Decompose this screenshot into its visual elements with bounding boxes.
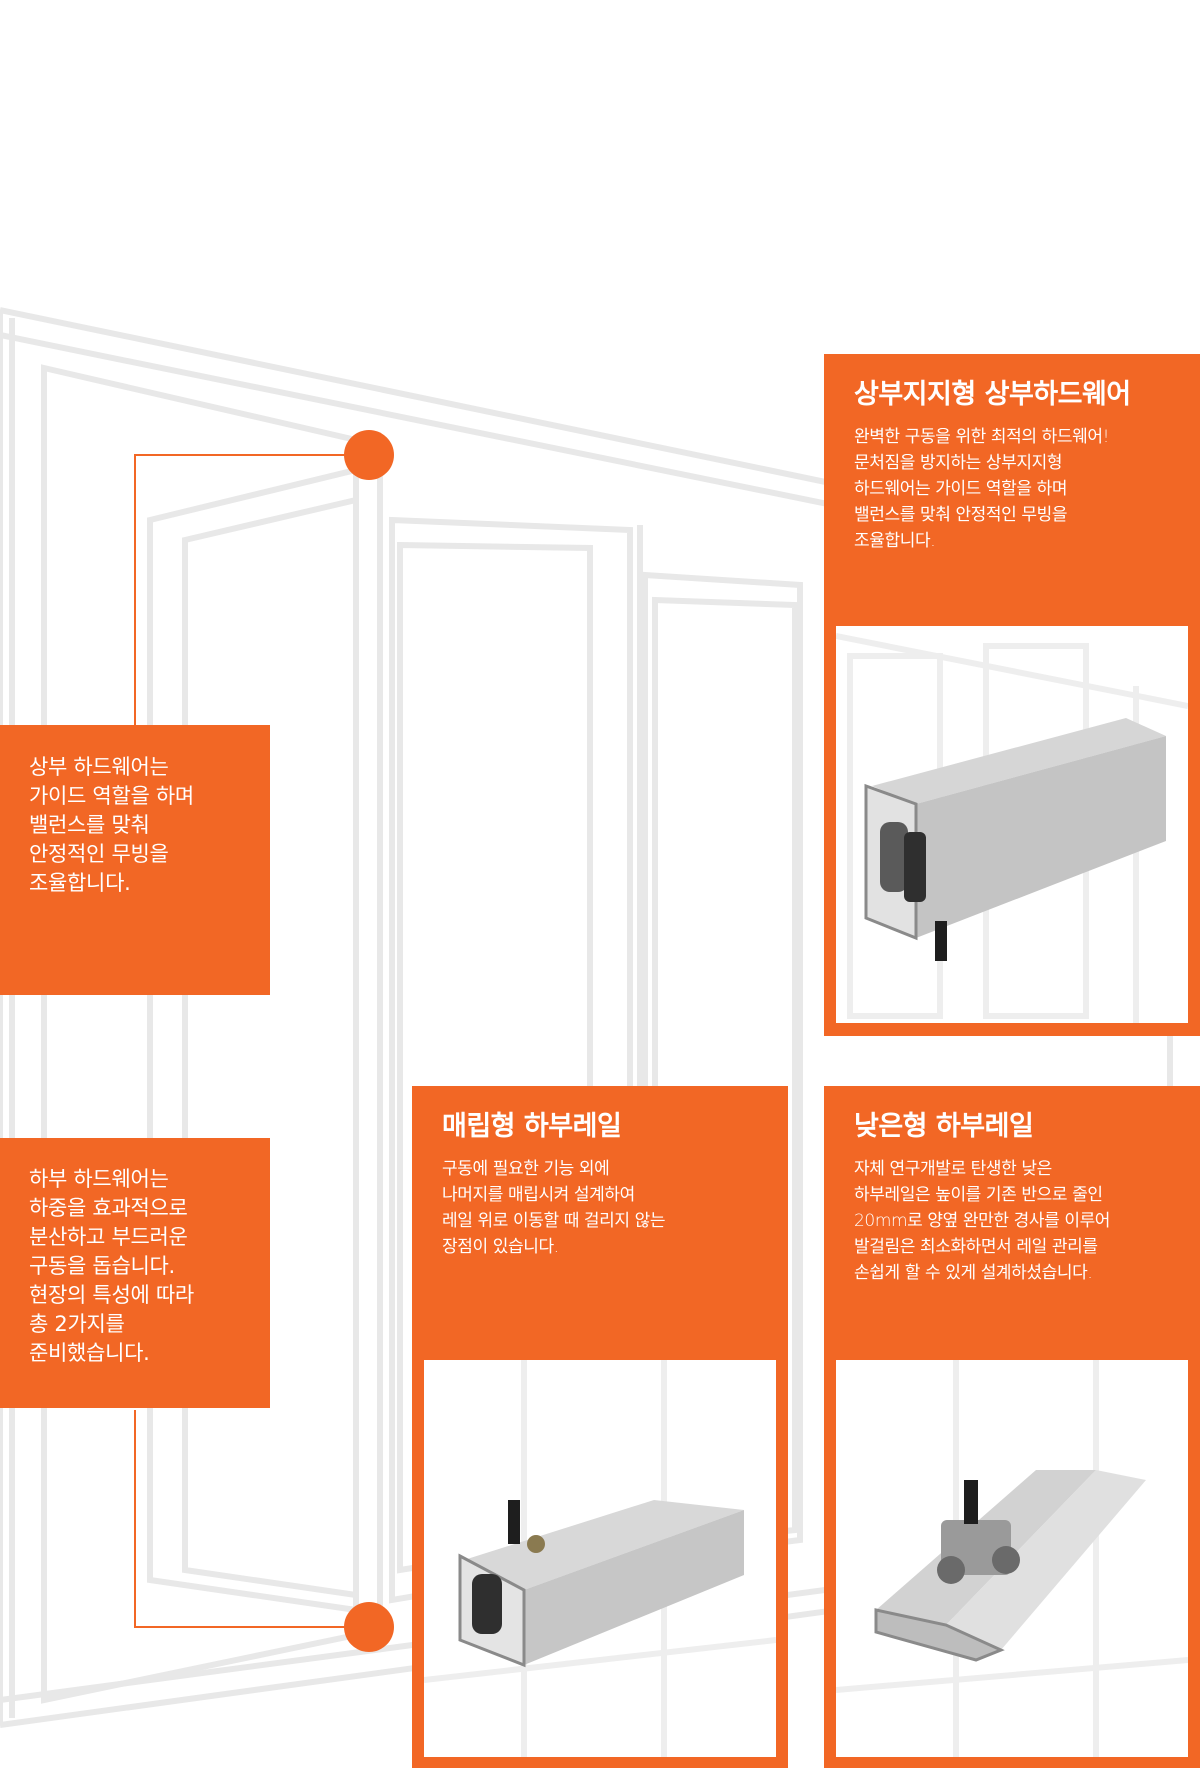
upper-rail-card-desc: 완벽한 구동을 위한 최적의 하드웨어! 문처짐을 방지하는 상부지지형 하드웨…	[854, 427, 1110, 551]
lower-hardware-note: 하부 하드웨어는 하중을 효과적으로 분산하고 부드러운 구동을 돕습니다. 현…	[0, 1138, 270, 1408]
upper-hardware-note-text: 상부 하드웨어는 가이드 역할을 하며 밸런스를 맞춰 안정적인 무빙을 조율합…	[29, 755, 194, 895]
embedded-rail-card-desc: 구동에 필요한 기능 외에 나머지를 매립시켜 설계하여 레일 위로 이동할 때…	[442, 1159, 666, 1257]
upper-rail-photo	[836, 626, 1188, 1023]
lower-hardware-note-text: 하부 하드웨어는 하중을 효과적으로 분산하고 부드러운 구동을 돕습니다. 현…	[29, 1167, 194, 1365]
low-rail-card-title: 낮은형 하부레일	[854, 1111, 1034, 1142]
low-rail-card-desc: 자체 연구개발로 탄생한 낮은 하부레일은 높이를 기존 반으로 줄인 20mm…	[854, 1159, 1111, 1283]
embedded-rail-card-title: 매립형 하부레일	[442, 1111, 622, 1142]
embedded-rail-photo	[424, 1360, 776, 1757]
upper-hardware-note: 상부 하드웨어는 가이드 역할을 하며 밸런스를 맞춰 안정적인 무빙을 조율합…	[0, 725, 270, 995]
low-rail-photo	[836, 1360, 1188, 1757]
upper-rail-card-title: 상부지지형 상부하드웨어	[854, 379, 1131, 410]
